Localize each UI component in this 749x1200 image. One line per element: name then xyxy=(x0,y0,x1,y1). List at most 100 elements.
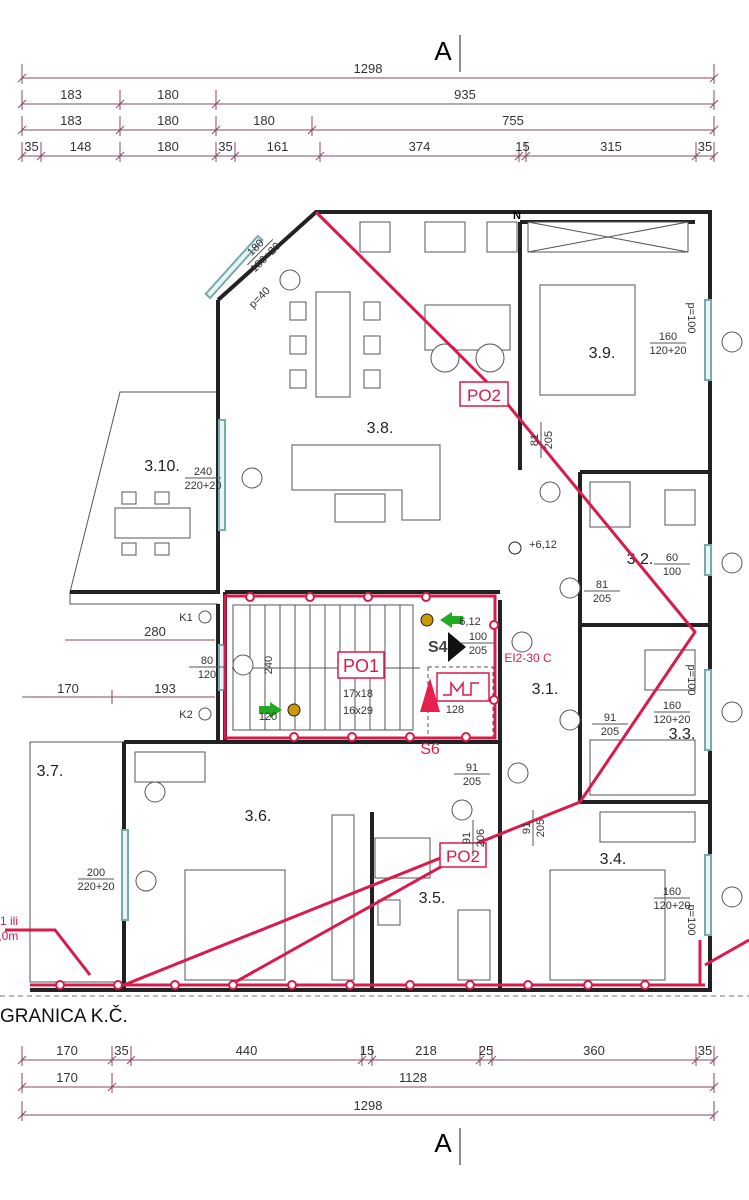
opening-width: 160 xyxy=(663,886,681,898)
opening-tag: 160 120+20 xyxy=(653,886,690,912)
level-marker-icon xyxy=(508,541,522,555)
dimension-tick xyxy=(211,125,221,135)
dimension-tick xyxy=(487,1055,497,1065)
dimension-tick xyxy=(36,151,46,161)
opening-width: 100 xyxy=(469,631,487,643)
fire-wall-marker xyxy=(345,980,355,990)
opening-symbol-icon xyxy=(721,701,743,723)
sill-height: p=100 xyxy=(685,303,697,334)
fire-wall-marker xyxy=(55,980,65,990)
dimension-tick xyxy=(709,1055,719,1065)
window xyxy=(704,299,712,381)
fire-wall-marker xyxy=(228,980,238,990)
terrace-3-10 xyxy=(69,391,218,605)
dimension-label: 374 xyxy=(409,139,431,154)
room-label-3-7: 3.7. xyxy=(37,763,64,780)
opening-width: 91 xyxy=(604,712,616,724)
stair-length: 240 xyxy=(263,656,275,674)
dimension-tick xyxy=(17,73,27,83)
fire-wall-marker xyxy=(405,732,415,742)
opening-height: 206 xyxy=(475,829,487,847)
room-label-3-8: 3.8. xyxy=(367,420,394,437)
dimension-tick xyxy=(475,1055,485,1065)
fire-wall-marker xyxy=(170,980,180,990)
dimension-label: 935 xyxy=(454,87,476,102)
dim-193: 193 xyxy=(154,681,176,696)
opening-symbol-icon xyxy=(539,481,561,503)
dimension-label: 315 xyxy=(600,139,622,154)
fire-wall-marker xyxy=(363,592,373,602)
sill-height: p=100 xyxy=(685,905,697,936)
dimension-label: 180 xyxy=(157,87,179,102)
opening-height: 205 xyxy=(593,593,611,605)
opening-height: 205 xyxy=(543,431,555,449)
opening-symbol-icon xyxy=(559,577,581,599)
fire-wall-marker xyxy=(405,980,415,990)
dimension-label: 35 xyxy=(698,139,712,154)
s6-label: S6 xyxy=(420,741,440,758)
svg-text:A: A xyxy=(434,1128,452,1158)
dim-280: 280 xyxy=(144,624,166,639)
fire-wall-marker xyxy=(583,980,593,990)
opening-height: 205 xyxy=(601,726,619,738)
dimension-tick xyxy=(709,151,719,161)
svg-text:A: A xyxy=(434,36,452,66)
dimension-label: 15 xyxy=(515,139,529,154)
dimension-tick xyxy=(107,1082,117,1092)
dimension-tick xyxy=(115,99,125,109)
fire-wall-marker xyxy=(461,732,471,742)
dimension-tick xyxy=(17,1055,27,1065)
opening-symbol-icon xyxy=(451,799,473,821)
exit-direction-icon xyxy=(448,632,466,662)
opening-width: 240 xyxy=(194,466,212,478)
emergency-light-icon xyxy=(287,703,301,717)
fire-wall-marker xyxy=(489,620,499,630)
dimension-tick xyxy=(315,151,325,161)
k1-label: K1 xyxy=(179,612,192,624)
fire-wall-marker xyxy=(113,980,123,990)
dimension-tick xyxy=(709,1082,719,1092)
opening-symbol-icon xyxy=(135,870,157,892)
dimension-tick xyxy=(230,151,240,161)
section-marker-top: A xyxy=(434,35,461,72)
room-label-3-4: 3.4. xyxy=(600,851,627,868)
dimension-tick xyxy=(17,1110,27,1120)
opening-annotations: 180180+20p=40240220+20160120+20p=1006010… xyxy=(77,237,743,936)
dimension-label: 170 xyxy=(56,1043,78,1058)
opening-height: 220+20 xyxy=(77,881,114,893)
opening-symbol-icon xyxy=(279,269,301,291)
room-label-3-1: 3.1. xyxy=(532,681,559,698)
opening-height: 205 xyxy=(535,819,547,837)
opening-symbol-icon xyxy=(241,467,263,489)
dimension-tick xyxy=(521,151,531,161)
po1-label: PO1 xyxy=(343,656,379,676)
dimension-tick xyxy=(17,125,27,135)
opening-height: 120+20 xyxy=(653,900,690,912)
opening-width: 80 xyxy=(201,655,213,667)
stair-width: 120 xyxy=(259,711,277,723)
opening-width: 160 xyxy=(659,331,677,343)
north-label: N xyxy=(513,210,521,222)
dimension-tick xyxy=(17,1082,27,1092)
fire-wall-marker xyxy=(245,592,255,602)
dimension-tick xyxy=(357,1055,367,1065)
fire-wall-marker xyxy=(289,732,299,742)
window xyxy=(121,829,129,921)
dimension-label: 170 xyxy=(56,1070,78,1085)
dimension-label: 35 xyxy=(114,1043,128,1058)
dimension-label: 183 xyxy=(60,87,82,102)
dimension-label: 35 xyxy=(698,1043,712,1058)
dimension-label: 148 xyxy=(70,139,92,154)
emergency-light-icon xyxy=(420,613,434,627)
